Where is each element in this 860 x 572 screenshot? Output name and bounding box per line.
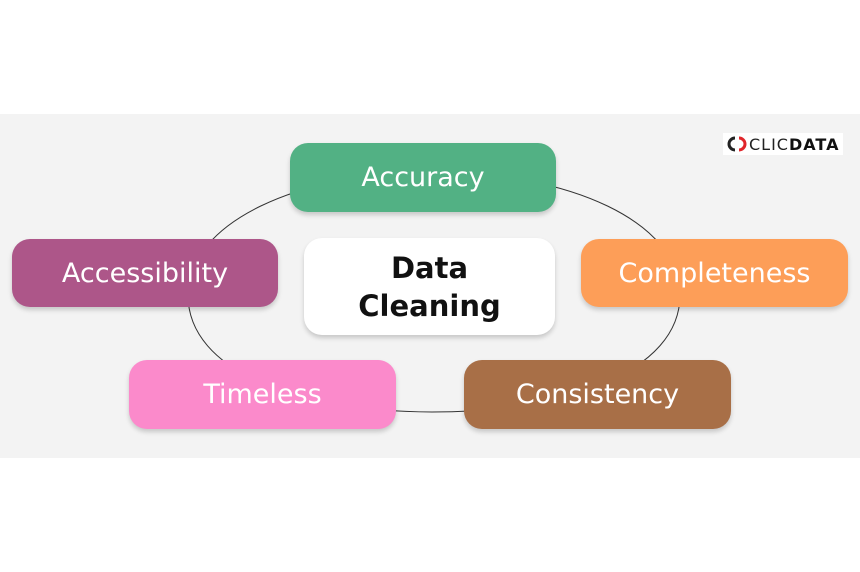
- clicdata-logo-icon: [727, 136, 747, 152]
- node-accuracy: Accuracy: [290, 143, 556, 212]
- node-accuracy-label: Accuracy: [361, 162, 485, 193]
- node-completeness: Completeness: [581, 239, 848, 307]
- node-accessibility: Accessibility: [12, 239, 278, 307]
- logo-text-clic: CLIC: [749, 134, 789, 154]
- center-node-data-cleaning: Data Cleaning: [304, 238, 555, 335]
- center-title-line2: Cleaning: [358, 288, 501, 323]
- node-consistency-label: Consistency: [515, 379, 680, 410]
- node-timeless: Timeless: [129, 360, 396, 429]
- node-completeness-label: Completeness: [618, 257, 811, 289]
- node-accessibility-label: Accessibility: [61, 257, 229, 289]
- cycle-ring-path: [187, 171, 681, 413]
- center-title-line1: Data: [390, 250, 469, 285]
- node-timeless-label: Timeless: [203, 379, 322, 410]
- logo-text-data: DATA: [788, 134, 840, 154]
- node-consistency: Consistency: [464, 360, 731, 429]
